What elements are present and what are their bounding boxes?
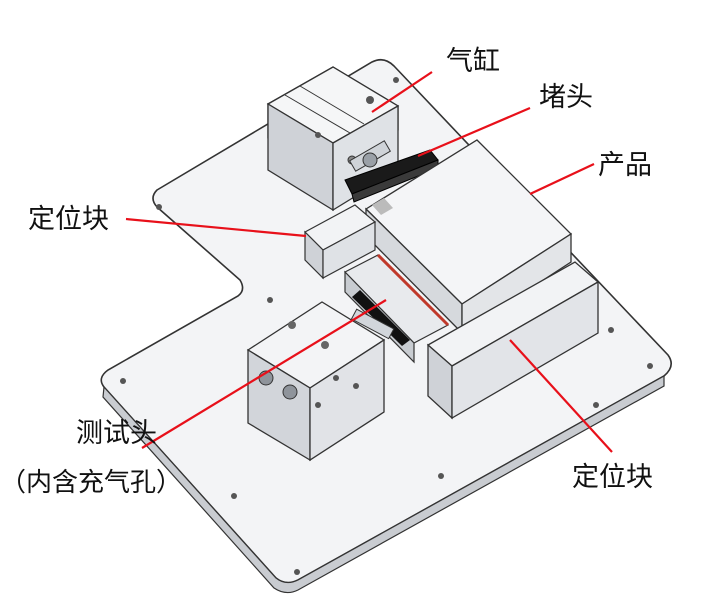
label-test-head: 测试头 [76,418,157,449]
cylinder-body [266,66,400,212]
leader-locator-right [509,339,613,453]
label-test-head-note: （内含充气孔） [0,468,183,498]
label-plug-head: 堵头 [539,82,593,113]
label-product: 产品 [598,150,652,181]
label-cylinder: 气缸 [446,46,500,77]
leader-test-head [141,299,387,449]
leader-cylinder [371,71,433,113]
locator-block-right [426,261,600,420]
leader-product [529,163,595,195]
leader-locator-left [125,217,307,238]
label-locator-right: 定位块 [572,462,653,493]
mounting-holes [120,77,653,575]
leader-lines [125,71,613,453]
label-locator-left: 定位块 [28,204,109,235]
product-block [364,139,573,335]
leader-plug-head [417,106,531,158]
base-plate-edge [102,374,665,594]
test-head-assembly [246,253,450,462]
locator-block-left [304,204,377,280]
